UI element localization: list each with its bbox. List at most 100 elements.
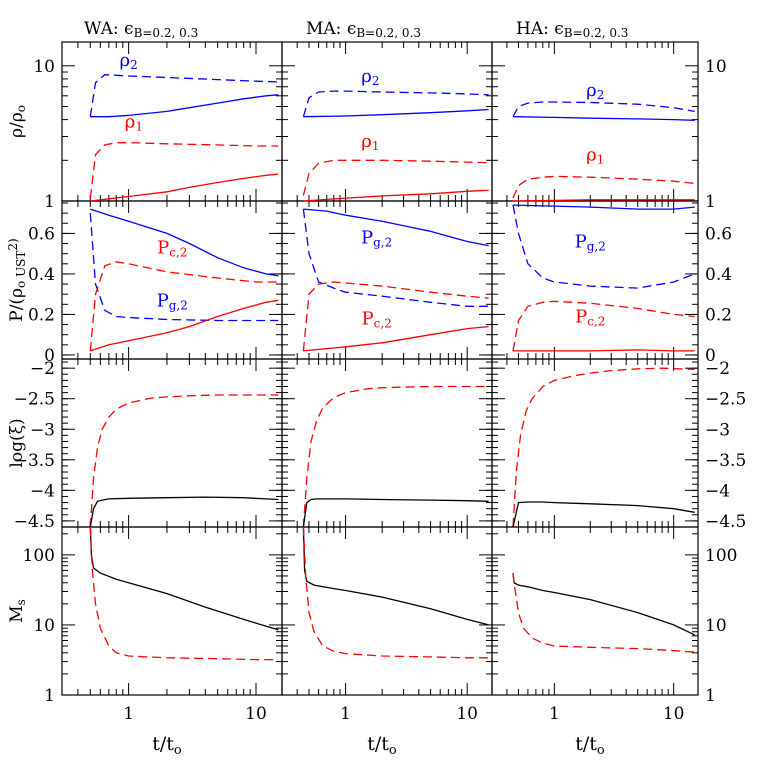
row-label: P/(ρo UST2) [6,238,29,322]
series-line [89,74,279,117]
series-line [302,385,489,528]
series-line [512,573,695,653]
series-line [89,394,279,528]
series-annotation: ρ2 [119,50,137,72]
x-tick-label: 1 [123,704,134,724]
y-tick-label: −2 [30,359,55,379]
row-label: Ms [7,599,28,623]
series-line [512,175,695,199]
series-line [512,204,695,289]
y-tick-label: −3.5 [705,451,746,471]
y-tick-label: 10 [705,57,727,77]
y-tick-label: −2.5 [705,390,746,410]
y-tick-label: −3.5 [14,451,55,471]
series-line [303,189,489,202]
panel-frame [61,358,283,528]
series-annotation: Pc,2 [157,238,187,260]
y-tick-label: 0.2 [705,305,732,325]
x-axis-label: t/to [575,733,605,758]
x-axis-label: t/to [152,733,182,758]
column-title: MA: ϵB=0.2, 0.3 [306,19,421,40]
series-line [90,208,279,277]
y-tick-label: −2 [705,359,730,379]
panel-frame [491,526,699,696]
panel-frames [61,41,699,696]
series-annotation: Pg,2 [157,290,188,312]
y-tick-label: −4 [30,481,55,501]
series-line [89,496,279,528]
y-tick-label: 1 [44,686,55,706]
series-annotation: Pg,2 [361,228,392,250]
y-tick-label: 10 [705,616,727,636]
series-line [513,349,695,352]
y-tick-label: 100 [705,546,737,566]
y-tick-label: −4.5 [14,512,55,532]
panel-frame [281,200,493,360]
series-line [302,90,489,117]
x-tick-label: 10 [245,704,267,724]
series-annotation: ρ2 [361,66,379,88]
y-tick-label: −3 [705,420,730,440]
series-line [512,573,695,636]
series-line [89,261,279,351]
panel-frame [61,526,283,696]
x-axis-label: t/to [367,733,397,758]
series-line [90,94,279,118]
series-line [90,299,279,352]
series-line [303,325,489,352]
series-annotation: Pg,2 [575,232,606,254]
y-tick-label: 1 [705,686,716,706]
y-tick-label: 10 [33,616,55,636]
series-annotation: Pc,2 [575,307,605,329]
series-line [89,142,279,199]
x-tick-label: 1 [549,704,560,724]
series-annotation: ρ2 [586,80,604,102]
series-line [512,204,695,210]
tick-marks [61,42,698,696]
panel-frame [491,200,699,360]
series-line [302,526,489,659]
panel-frame [281,358,493,528]
series-line [302,498,489,528]
y-tick-label: 1 [44,192,55,212]
x-tick-label: 10 [663,704,685,724]
y-tick-label: 0.4 [705,265,732,285]
x-tick-label: 10 [456,704,478,724]
y-tick-label: 0 [705,346,716,366]
y-tick-label: 0.4 [28,265,55,285]
y-tick-label: 0.6 [28,224,55,244]
series-line [512,367,695,528]
series-annotation: Pc,2 [361,309,391,331]
y-tick-label: 0.2 [28,305,55,325]
series-line [90,173,279,202]
y-tick-label: 0.6 [705,224,732,244]
y-tick-label: −2.5 [14,390,55,410]
y-tick-label: 1 [705,192,716,212]
series-line [512,300,695,352]
panel-frame [61,200,283,360]
series-annotation: ρ1 [125,111,143,133]
y-tick-label: −4 [705,481,730,501]
series-annotation: ρ1 [586,144,604,166]
series-line [303,208,489,247]
series-line [512,199,695,202]
column-title: HA: ϵB=0.2, 0.3 [516,19,628,40]
series-line [89,526,279,661]
series-line [89,213,279,322]
series-line [302,526,489,626]
panel-frame [281,526,493,696]
series-line [512,116,695,121]
row-label: log(ξ) [7,418,27,467]
series-line [302,209,489,307]
column-title: WA: ϵB=0.2, 0.3 [84,19,198,40]
y-tick-label: 10 [33,57,55,77]
series-line [512,501,695,528]
y-tick-label: 0 [44,346,55,366]
x-tick-label: 1 [340,704,351,724]
series-line [302,159,489,196]
row-label: ρ/ρo [7,105,28,138]
series-line [89,526,279,631]
series-layer [89,74,695,661]
